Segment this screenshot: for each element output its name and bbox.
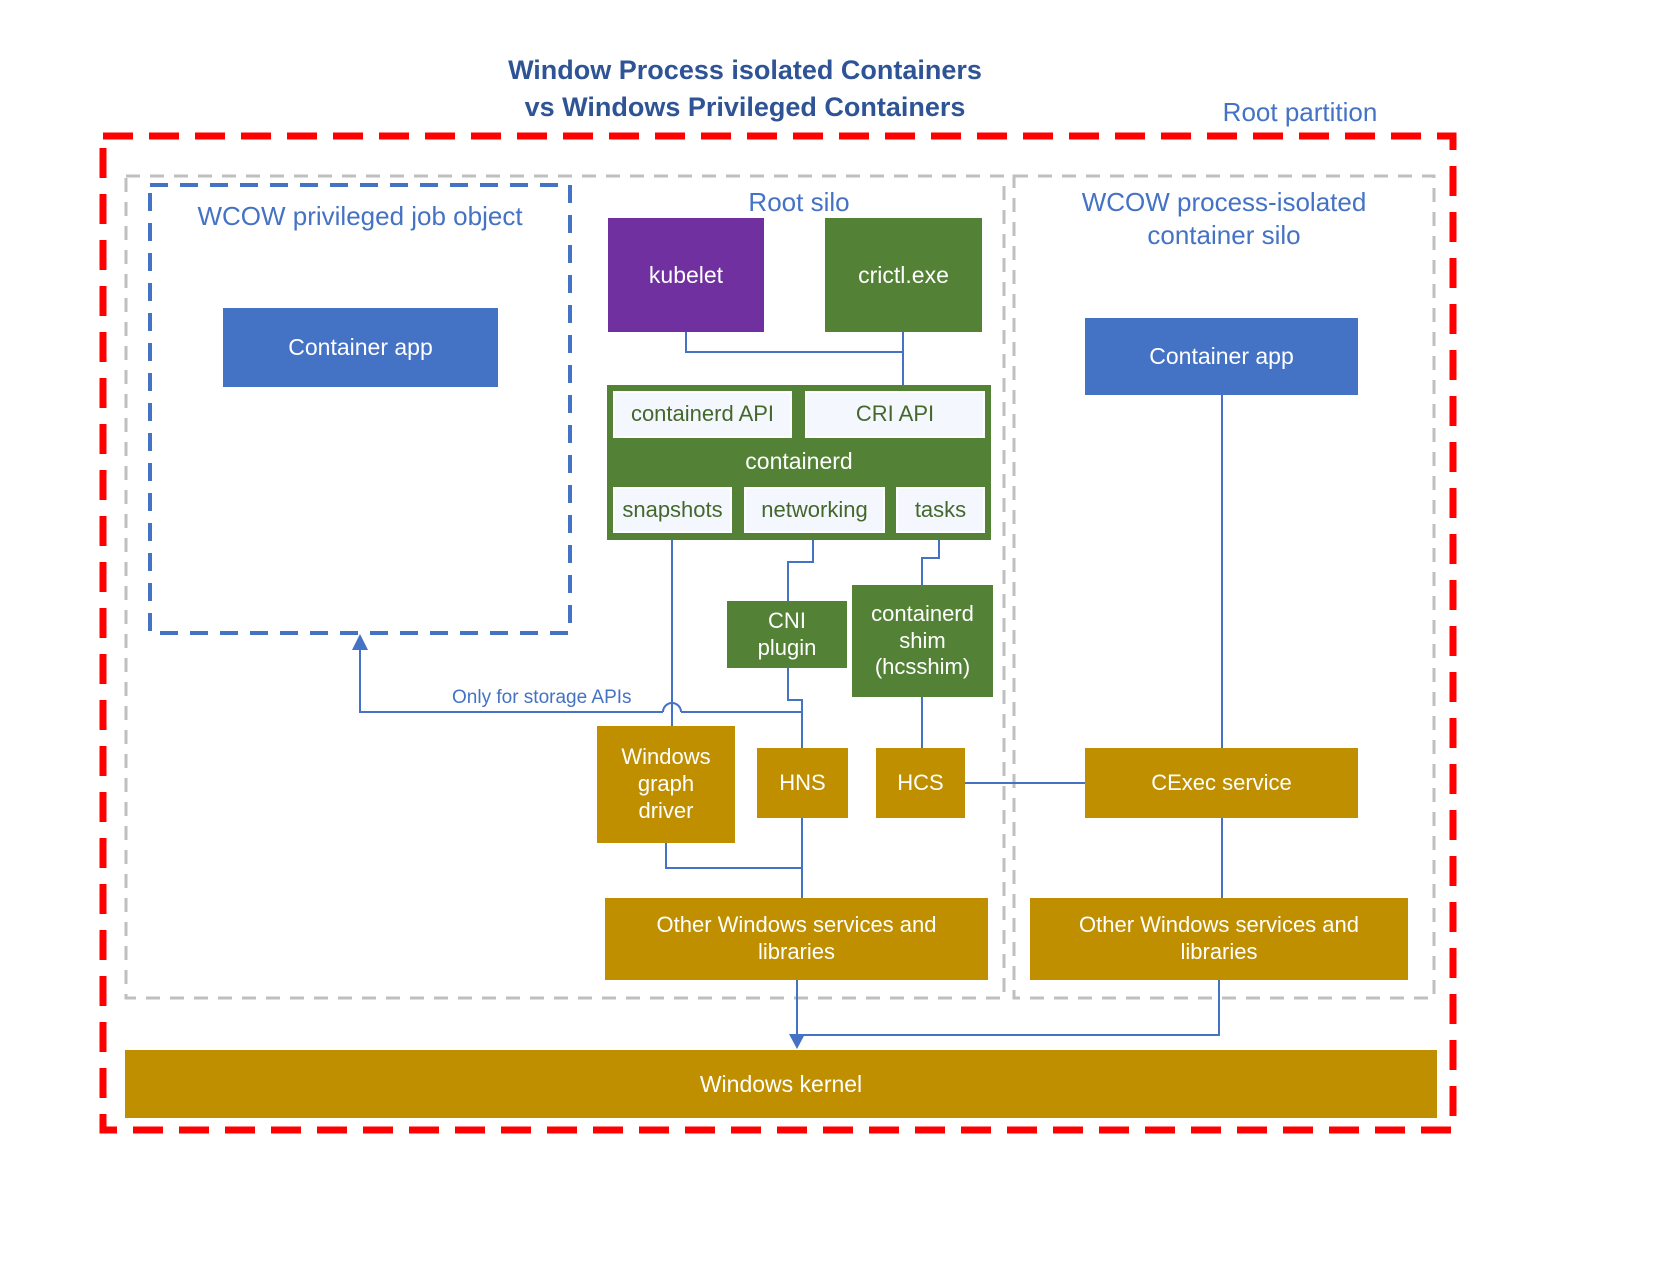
root-silo-label: Root silo (748, 187, 850, 217)
cexec-service-box: CExec service (1085, 748, 1358, 818)
kernel-arrowhead (789, 1034, 805, 1049)
only-storage-apis-note: Only for storage APIs (452, 687, 632, 708)
privileged-job-object-border (148, 183, 572, 635)
storage-api-arrowhead (352, 634, 368, 650)
container-silo-border (1012, 174, 1436, 1000)
container-silo-label: WCOW process-isolated container silo (1081, 187, 1367, 250)
windows-kernel-box: Windows kernel (125, 1050, 1437, 1118)
other-windows-services-left-box: Other Windows services and libraries (605, 898, 988, 980)
containerd-api-box: containerd API (613, 391, 792, 438)
cri-api-box: CRI API (805, 391, 985, 438)
hcs-box: HCS (876, 748, 965, 818)
snapshots-box: snapshots (613, 487, 732, 533)
networking-box: networking (744, 487, 885, 533)
diagram-title-line2: vs Windows Privileged Containers (524, 92, 966, 122)
connector-lines (359, 332, 1223, 1040)
crictl-box: crictl.exe (825, 218, 982, 332)
other-windows-services-right-box: Other Windows services and libraries (1030, 898, 1408, 980)
hns-box: HNS (757, 748, 848, 818)
container-app-left-box: Container app (223, 308, 498, 387)
container-app-right-box: Container app (1085, 318, 1358, 395)
privileged-job-object-label: WCOW privileged job object (197, 201, 523, 231)
tasks-box: tasks (896, 487, 985, 533)
containerd-shim-box: containerd shim (hcsshim) (852, 585, 993, 697)
partition-borders (99, 132, 1457, 1134)
root-silo-border (124, 174, 1006, 1000)
containerd-label: containerd (745, 448, 853, 474)
containerd-group: containerd API CRI API containerd snapsh… (607, 385, 991, 540)
kubelet-box: kubelet (608, 218, 764, 332)
diagram-title: Window Process isolated Containers vs Wi… (395, 52, 1095, 126)
cni-plugin-box: CNI plugin (727, 601, 847, 668)
root-partition-border (99, 132, 1457, 1134)
windows-graph-driver-box: Windows graph driver (597, 726, 735, 843)
diagram-title-line1: Window Process isolated Containers (508, 55, 982, 85)
root-partition-label: Root partition (1222, 97, 1378, 127)
